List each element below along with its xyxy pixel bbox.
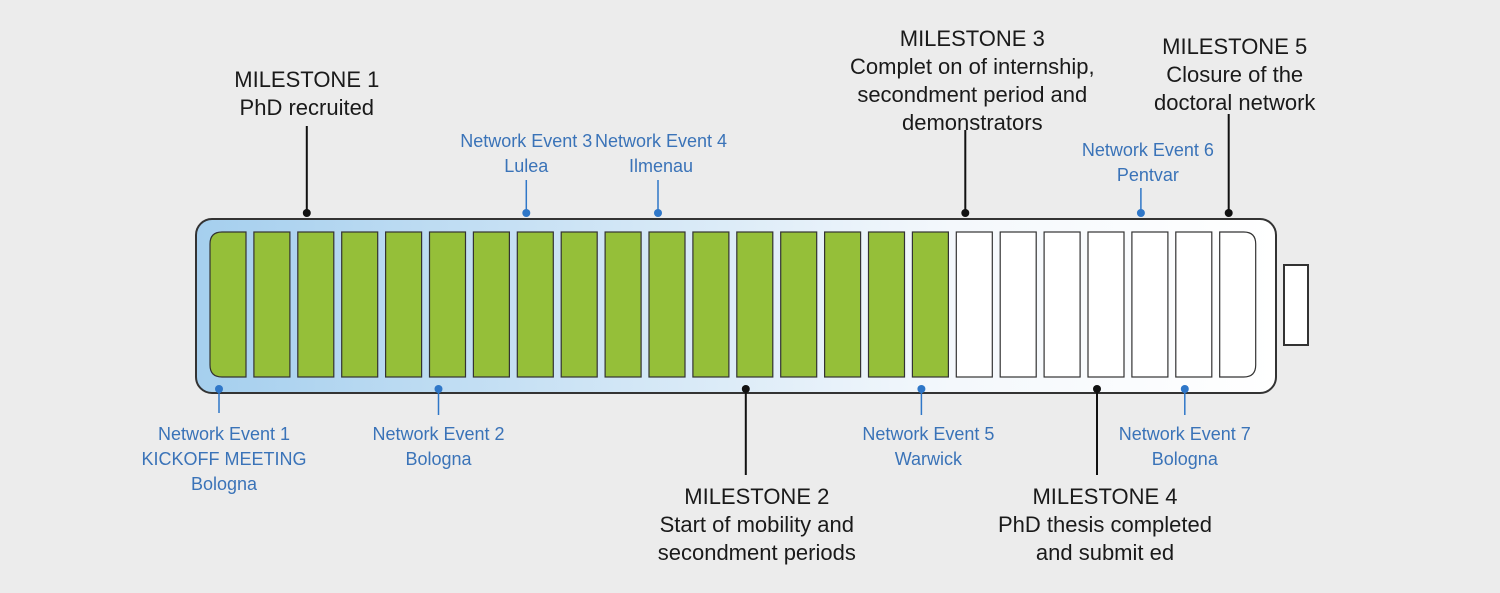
- milestone-1-line: MILESTONE 1: [234, 67, 380, 92]
- segment-filled: [692, 231, 730, 378]
- segment-empty: [1043, 231, 1081, 378]
- event-7-line: Network Event 7: [1118, 424, 1251, 444]
- segment-filled: [604, 231, 642, 378]
- event-1-line: Network Event 1: [157, 424, 291, 444]
- segment-empty: [1131, 231, 1169, 378]
- segment-empty: [1087, 231, 1125, 378]
- event-1-line: KICKOFF MEETING: [141, 449, 307, 469]
- segment-empty: [1219, 231, 1257, 378]
- segment-filled: [385, 231, 423, 378]
- milestone-2-line: secondment periods: [657, 540, 856, 565]
- segment-filled: [560, 231, 598, 378]
- milestone-5-line: MILESTONE 5: [1162, 34, 1308, 59]
- network-event-6-label: Network Event 6 Pentvar: [1082, 138, 1214, 188]
- milestone-3-line: MILESTONE 3: [899, 26, 1045, 51]
- milestone-3-line: secondment period and: [857, 82, 1088, 107]
- battery-terminal: [1283, 264, 1309, 346]
- segment-filled: [780, 231, 818, 378]
- segment-filled: [648, 231, 686, 378]
- milestone-4-line: MILESTONE 4: [1032, 484, 1178, 509]
- milestone-2-line: MILESTONE 2: [684, 484, 830, 509]
- segment-filled: [253, 231, 291, 378]
- segment-filled: [341, 231, 379, 378]
- event-5-line: Network Event 5: [862, 424, 995, 444]
- segment-filled: [428, 231, 467, 378]
- milestone-5-line: doctoral network: [1153, 90, 1316, 115]
- milestone-2-label: MILESTONE 2 Start of mobility and secondme…: [658, 483, 856, 567]
- segment-filled: [209, 231, 247, 378]
- event-1-line: Bologna: [190, 474, 258, 494]
- segment-filled: [516, 231, 554, 378]
- network-event-3-label: Network Event 3 Lulea: [460, 129, 592, 179]
- network-event-5-label: Network Event 5 Warwick: [862, 422, 994, 472]
- milestone-3-label: MILESTONE 3 Complet on of internship, seco…: [850, 25, 1095, 137]
- segment-filled: [736, 231, 774, 378]
- event-5-marker: [917, 385, 926, 393]
- milestone-1-marker: [302, 209, 311, 217]
- milestone-5-marker: [1224, 209, 1233, 217]
- event-5-line: Warwick: [894, 449, 963, 469]
- event-6-line: Network Event 6: [1081, 140, 1214, 160]
- segment-empty: [1175, 231, 1213, 378]
- milestone-5-label: MILESTONE 5 Closure of the doctoral networ…: [1154, 33, 1315, 117]
- milestone-1-label: MILESTONE 1 PhD recruited: [234, 66, 379, 122]
- network-event-7-label: Network Event 7 Bologna: [1119, 422, 1251, 472]
- event-4-line: Network Event 4: [594, 131, 728, 151]
- milestone-4-line: PhD thesis completed: [998, 512, 1212, 537]
- milestone-3-line: Complet on of internship,: [850, 54, 1095, 79]
- event-3-marker: [522, 209, 531, 217]
- event-3-line: Network Event 3: [460, 131, 593, 151]
- event-6-line: Pentvar: [1116, 165, 1179, 185]
- event-2-marker: [434, 385, 443, 393]
- event-7-marker: [1180, 385, 1189, 393]
- segment-filled: [911, 231, 950, 378]
- network-event-4-label: Network Event 4 Ilmenau: [595, 129, 727, 179]
- event-3-line: Lulea: [504, 156, 549, 176]
- milestone-3-line: demonstrators: [901, 110, 1043, 135]
- event-2-line: Network Event 2: [372, 424, 505, 444]
- segment-filled: [867, 231, 906, 378]
- segment-empty: [955, 231, 993, 378]
- segment-empty: [999, 231, 1037, 378]
- event-1-marker: [215, 385, 223, 393]
- segment-filled: [823, 231, 862, 378]
- network-event-2-label: Network Event 2 Bologna: [372, 422, 504, 472]
- event-4-marker: [654, 209, 662, 217]
- milestone-2-marker: [741, 385, 750, 393]
- milestone-4-marker: [1093, 385, 1101, 393]
- event-4-line: Ilmenau: [628, 156, 694, 176]
- milestone-2-line: Start of mobility and: [659, 512, 855, 537]
- event-2-line: Bologna: [405, 449, 472, 469]
- event-6-marker: [1136, 209, 1145, 217]
- milestone-4-label: MILESTONE 4 PhD thesis completed and submi…: [998, 483, 1212, 567]
- milestone-1-line: PhD recruited: [239, 95, 375, 120]
- milestone-4-line: and submit ed: [1035, 540, 1175, 565]
- event-7-line: Bologna: [1151, 449, 1218, 469]
- segment-filled: [297, 231, 335, 378]
- segment-filled: [472, 231, 510, 378]
- milestone-3-marker: [961, 209, 970, 217]
- milestone-5-line: Closure of the: [1166, 62, 1304, 87]
- network-event-1-label: Network Event 1 KICKOFF MEETING Bologna: [141, 422, 306, 497]
